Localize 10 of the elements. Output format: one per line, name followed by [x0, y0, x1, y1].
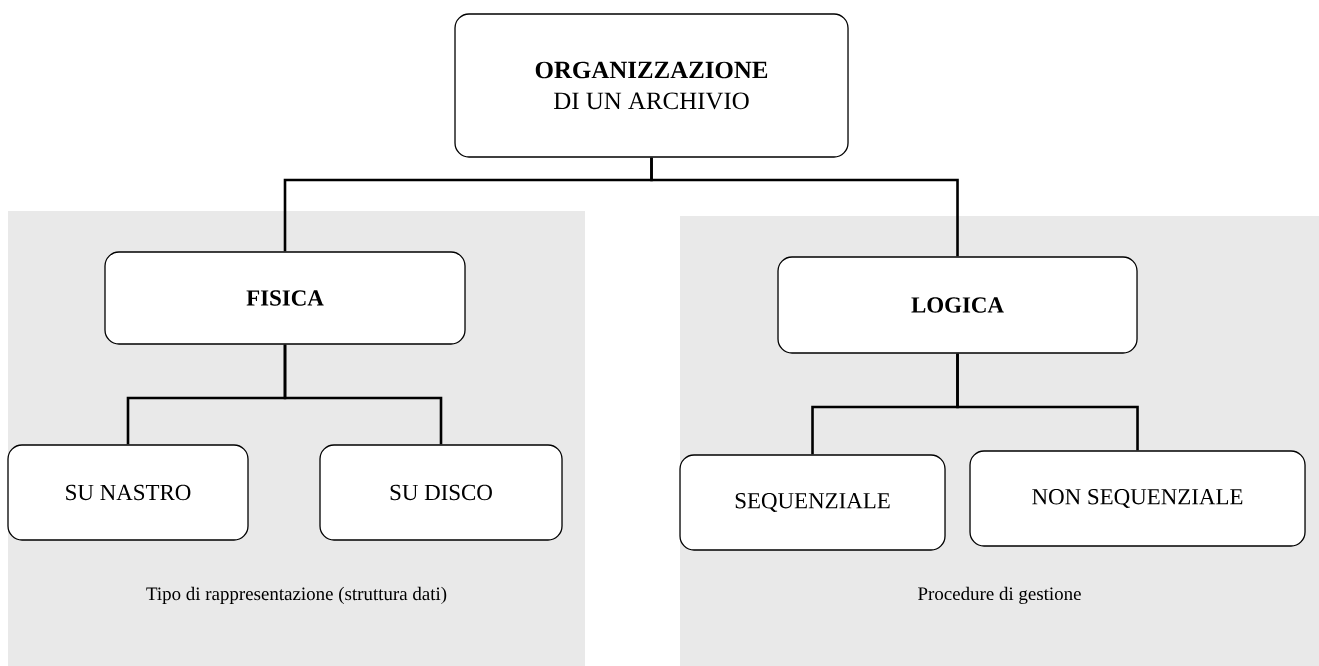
process-box: FISICA: [104, 251, 466, 345]
process-box: SU DISCO: [319, 444, 563, 541]
process-box: LOGICA: [777, 256, 1138, 354]
connector-line: [283, 344, 443, 445]
connector-line: [650, 157, 959, 257]
process-box: ORGANIZZAZIONE DI UN ARCHIVIO: [454, 13, 849, 158]
process-box: SEQUENZIALE: [679, 454, 946, 551]
connector-line: [956, 353, 1139, 451]
process-box: SU NASTRO: [7, 444, 249, 541]
process-box: NON SEQUENZIALE: [969, 450, 1306, 547]
